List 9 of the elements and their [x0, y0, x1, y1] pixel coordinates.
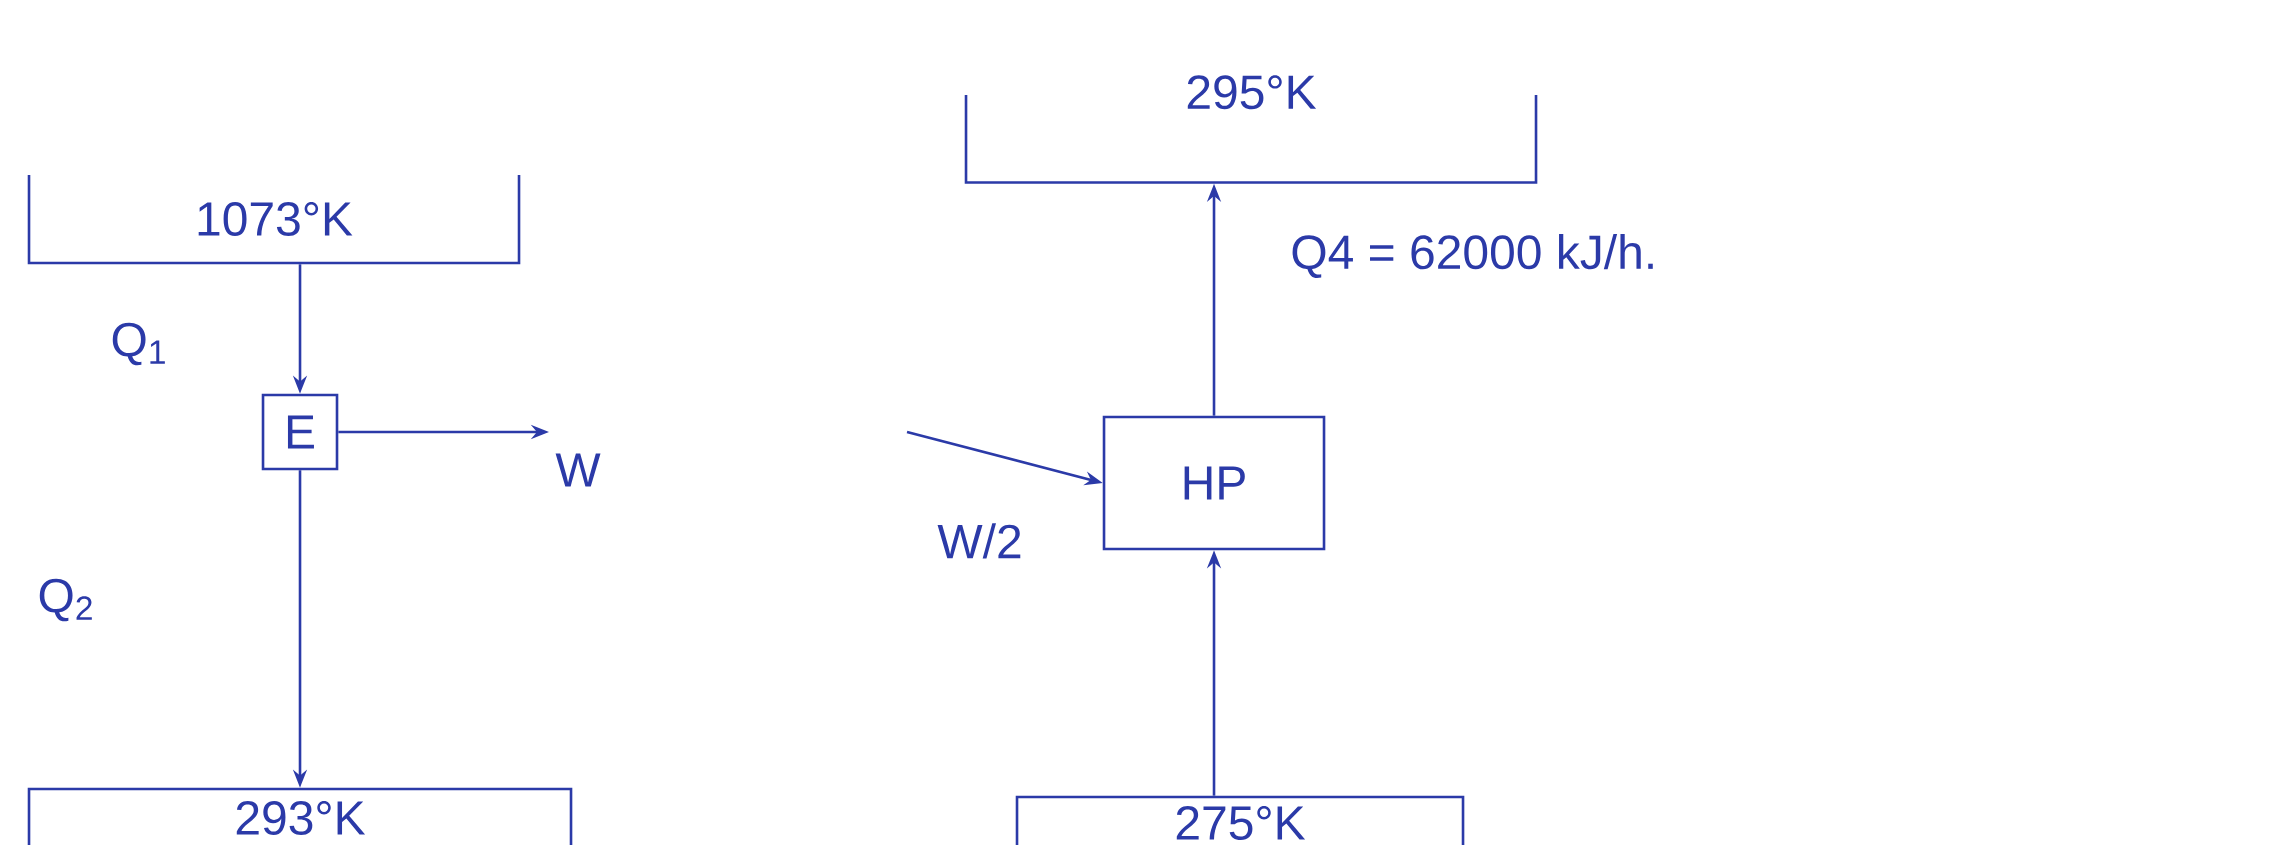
reservoir-bracket: 1073°K	[27, 175, 521, 265]
edge-label: Q$_{1}$	[112, 322, 165, 366]
edge-label: W/2	[937, 523, 1021, 559]
reservoir-bracket: 275°K	[1015, 795, 1465, 845]
edge-label: Q4 = 62000 kJ/h.	[1292, 234, 1653, 278]
reservoir-bracket: 293°K	[27, 787, 573, 845]
edge-label: Q$_{2}$	[39, 578, 92, 622]
edge-label: W	[555, 453, 601, 487]
reservoir-bracket: 295°K	[964, 75, 1538, 184]
